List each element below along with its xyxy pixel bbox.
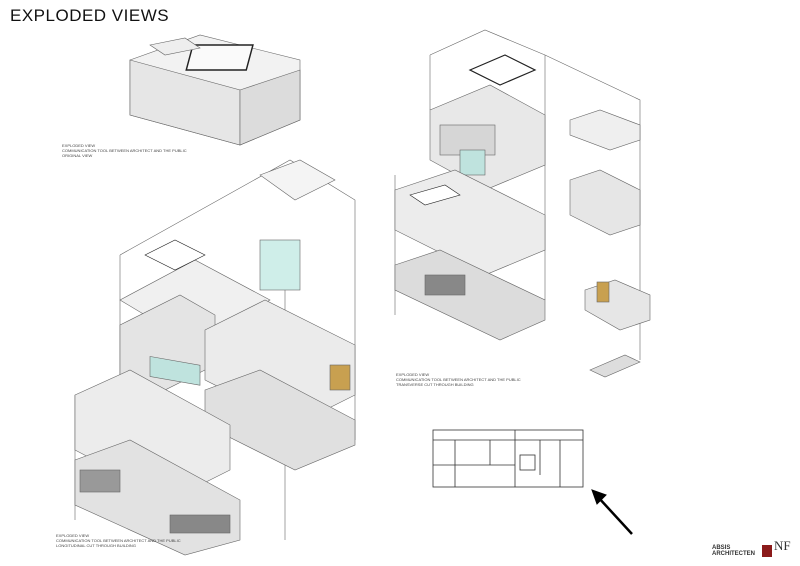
logo-mark	[762, 545, 772, 557]
architect-logo: ABSIS ARCHITECTEN NF	[712, 539, 791, 557]
original-view-building	[129, 34, 301, 146]
logo-line-2: ARCHITECTEN	[712, 551, 755, 557]
logo-monogram: NF	[774, 538, 791, 553]
page-title: EXPLODED VIEWS	[10, 6, 170, 25]
transverse-exploded-view	[394, 29, 651, 378]
logo-line-1: ABSIS	[712, 545, 731, 551]
arrow-icon	[591, 489, 633, 535]
floor-plan	[432, 429, 584, 488]
longitudinal-exploded-view	[74, 159, 356, 556]
